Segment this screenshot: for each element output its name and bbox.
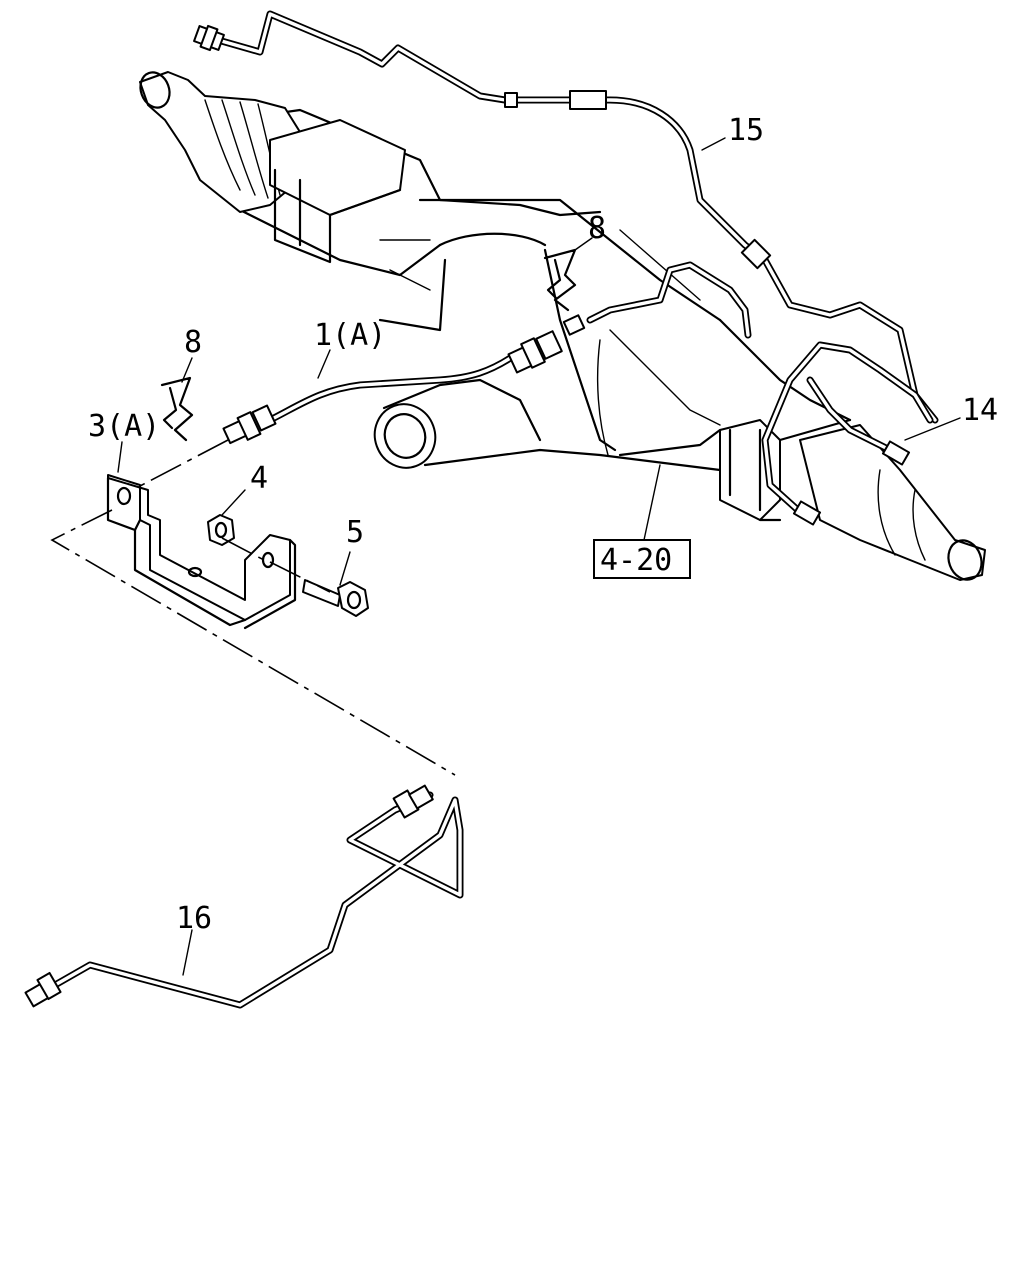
brake-pipe-16[interactable]	[24, 784, 464, 1009]
callout-14: 14	[962, 393, 998, 428]
callout-4-20: 4-20	[600, 543, 672, 578]
brake-pipe-15[interactable]	[193, 10, 939, 424]
brake-pipe-axle-center[interactable]	[586, 261, 752, 339]
assembly-guide-lines	[50, 439, 456, 776]
callout-1a: 1(A)	[314, 318, 386, 353]
callout-8-left: 8	[184, 325, 202, 360]
bolt-5[interactable]	[302, 579, 369, 617]
flexible-hose-1a[interactable]	[222, 314, 586, 445]
callout-5: 5	[346, 515, 364, 550]
brake-pipe-14[interactable]	[761, 341, 934, 526]
leader-lines	[117, 137, 961, 976]
callout-8-upper: 8	[588, 211, 606, 246]
callout-3a: 3(A)	[88, 409, 160, 444]
clip-8-upper[interactable]	[543, 248, 577, 312]
callout-15: 15	[728, 113, 764, 148]
bracket-3a[interactable]	[106, 474, 297, 630]
callout-4: 4	[250, 461, 268, 496]
axle-housing	[139, 71, 986, 581]
clip-8-left[interactable]	[160, 376, 194, 442]
callout-16: 16	[176, 901, 212, 936]
nut-4[interactable]	[207, 514, 235, 546]
reference-box-4-20[interactable]: 4-20	[593, 539, 691, 579]
